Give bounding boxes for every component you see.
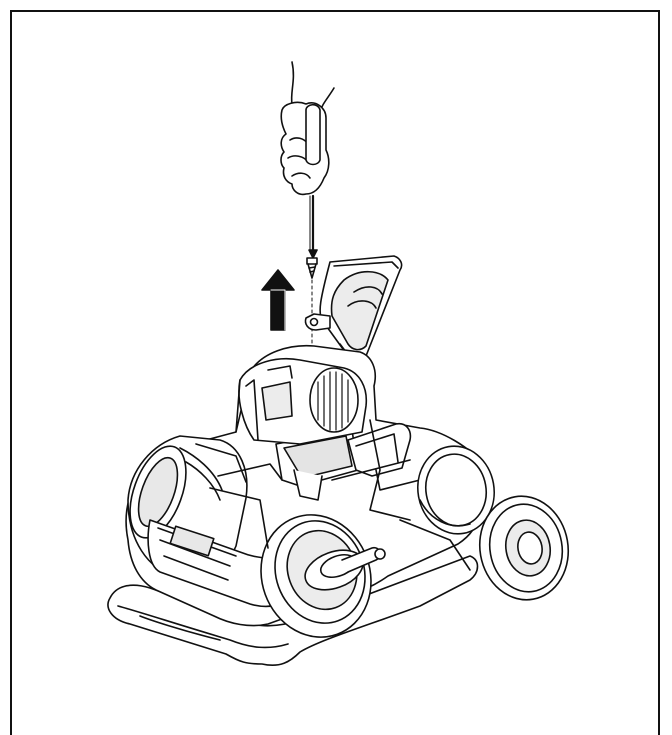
pool-cleaner-robot-icon (107, 344, 570, 667)
screw-icon (306, 257, 318, 279)
up-arrow-icon (261, 269, 295, 331)
screwdriver-icon (308, 194, 318, 259)
filter-cover-icon (304, 255, 403, 361)
hand-icon (280, 61, 335, 196)
